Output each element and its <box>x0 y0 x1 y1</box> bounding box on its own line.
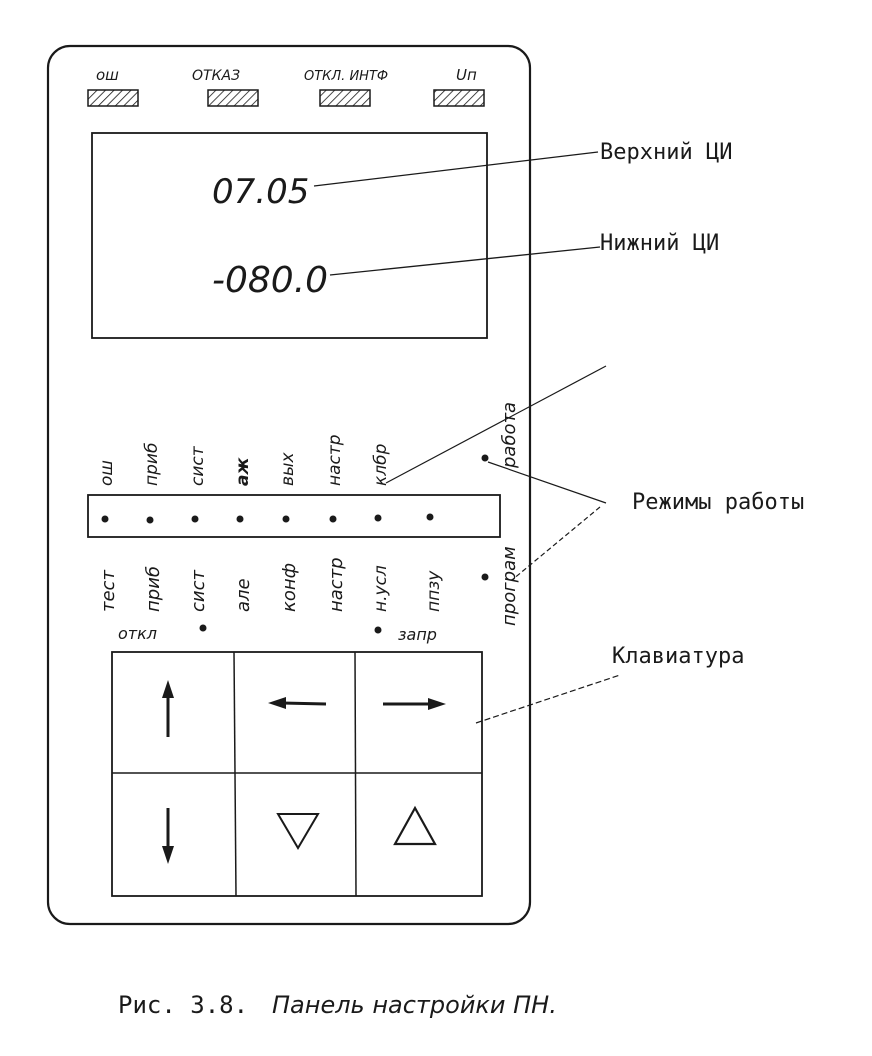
mode-program-led <box>481 573 489 581</box>
mode-led-6 <box>374 514 382 522</box>
key-arrow-up[interactable] <box>112 652 234 773</box>
upper-callout-label: Верхний ЦИ <box>600 140 732 165</box>
write-led <box>374 626 382 634</box>
mode-labels-top: ош приб сист аж вых настр клбр <box>97 434 391 486</box>
keyboard-callout-label: Клавиатура <box>612 644 744 669</box>
key-arrow-right[interactable] <box>356 652 482 773</box>
mode-labels-bottom: тест приб сист але конф настр н.усл ппзу <box>98 557 444 612</box>
keypad-vline-2 <box>354 651 357 897</box>
write-label: запр <box>398 625 437 644</box>
mode-bottom-7: ппзу <box>424 570 444 612</box>
mode-bottom-4: конф <box>279 563 300 612</box>
mode-top-2: сист <box>188 445 208 486</box>
keypad <box>111 651 483 897</box>
lower-display-value: -080.0 <box>212 260 328 301</box>
mode-work-label: работа <box>499 402 520 469</box>
upper-callout-line <box>313 151 599 187</box>
triangle-up-icon <box>393 805 437 846</box>
panel-outline <box>46 44 532 926</box>
figure-caption-prefix: Рис. 3.8. <box>118 991 248 1019</box>
mode-led-2 <box>191 515 199 523</box>
mode-led-7 <box>426 513 434 521</box>
mode-led-3 <box>236 515 244 523</box>
arrow-left-icon <box>268 697 327 709</box>
mode-strip <box>87 494 501 538</box>
modes-callout-line-3 <box>511 506 601 581</box>
mode-program-label: програм <box>499 546 520 626</box>
key-arrow-left[interactable] <box>235 652 355 773</box>
mode-top-6: клбр <box>371 443 391 486</box>
display-window <box>91 132 488 339</box>
off-led <box>199 624 207 632</box>
indicator-lamp-2 <box>319 89 371 107</box>
key-arrow-down[interactable] <box>112 774 235 896</box>
off-label: откл <box>118 624 157 643</box>
indicator-lamp-1 <box>207 89 259 107</box>
mode-top-5: настр <box>325 434 345 486</box>
key-triangle-up[interactable] <box>357 774 482 896</box>
indicator-label-3: Uп <box>456 66 477 84</box>
mode-led-1 <box>146 516 154 524</box>
mode-led-0 <box>101 515 109 523</box>
mode-bottom-6: н.усл <box>371 565 391 612</box>
keypad-vline-1 <box>233 651 237 897</box>
mode-bottom-0: тест <box>98 570 119 612</box>
modes-callout-line-2 <box>487 461 607 504</box>
keypad-frame <box>111 651 483 897</box>
mode-led-4 <box>282 515 290 523</box>
mode-top-0: ош <box>97 460 117 486</box>
mode-leds <box>101 513 434 524</box>
mode-work-led <box>481 454 489 462</box>
indicator-label-0: ош <box>96 66 119 84</box>
arrow-right-icon <box>383 698 446 710</box>
lower-callout-label: Нижний ЦИ <box>600 231 719 256</box>
upper-display-value: 07.05 <box>212 172 309 212</box>
indicator-label-2: ОТКЛ. ИНТФ <box>304 69 388 84</box>
mode-bottom-1: приб <box>143 566 164 612</box>
mode-top-4: вых <box>278 452 298 486</box>
indicator-lamp-3 <box>433 89 485 107</box>
indicator-label-1: ОТКАЗ <box>192 68 240 84</box>
key-triangle-down[interactable] <box>236 774 356 896</box>
mode-top-3: аж <box>233 457 253 486</box>
arrow-down-icon <box>162 808 174 864</box>
mode-top-1: приб <box>142 443 162 486</box>
keyboard-callout-line <box>475 674 621 724</box>
modes-callout-line-1 <box>385 365 607 484</box>
mode-bottom-2: сист <box>188 570 209 612</box>
mode-led-5 <box>329 515 337 523</box>
figure-caption-text: Панель настройки ПН. <box>272 991 557 1019</box>
indicator-lamp-0 <box>87 89 139 107</box>
lower-callout-line <box>329 246 601 276</box>
indicator-row: ош ОТКАЗ ОТКЛ. ИНТФ Uп <box>87 66 485 107</box>
arrow-up-icon <box>162 680 174 737</box>
mode-bottom-5: настр <box>326 557 347 612</box>
triangle-down-icon <box>276 813 320 850</box>
modes-callout-label: Режимы работы <box>632 490 804 515</box>
mode-bottom-3: але <box>233 578 254 612</box>
